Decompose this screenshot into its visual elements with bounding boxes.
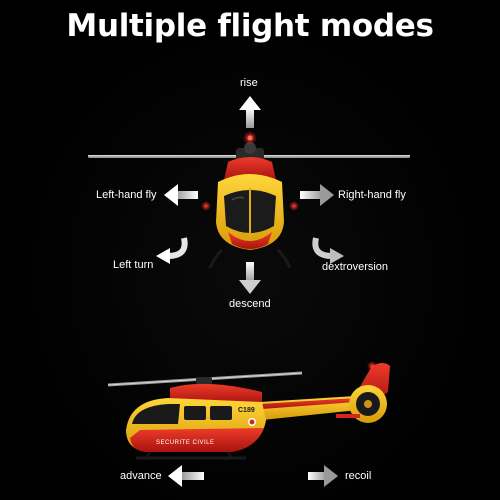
descend-arrow-icon (239, 262, 261, 294)
right-arrow-icon (300, 184, 334, 206)
side-helicopter (107, 361, 390, 460)
livery-text: SECURITE CIVILE (156, 440, 215, 446)
dextroversion-label: dextroversion (322, 261, 389, 273)
right-turn-arrow-icon (312, 237, 344, 264)
left-hand-fly-label: Left-hand fly (96, 189, 157, 201)
registration-label: C189 (238, 407, 255, 414)
left-turn-arrow-icon (156, 237, 188, 264)
rise-label: rise (240, 77, 258, 89)
recoil-arrow-icon (308, 465, 338, 487)
page-title: Multiple flight modes (66, 8, 434, 44)
advance-label: advance (120, 470, 162, 482)
advance-arrow-icon (168, 465, 204, 487)
descend-label: descend (229, 298, 271, 310)
right-hand-fly-label: Right-hand fly (338, 189, 406, 201)
left-turn-label: Left turn (113, 259, 154, 271)
recoil-label: recoil (345, 470, 372, 482)
left-arrow-icon (164, 184, 198, 206)
front-helicopter (88, 131, 410, 269)
rise-arrow-icon (239, 96, 261, 128)
